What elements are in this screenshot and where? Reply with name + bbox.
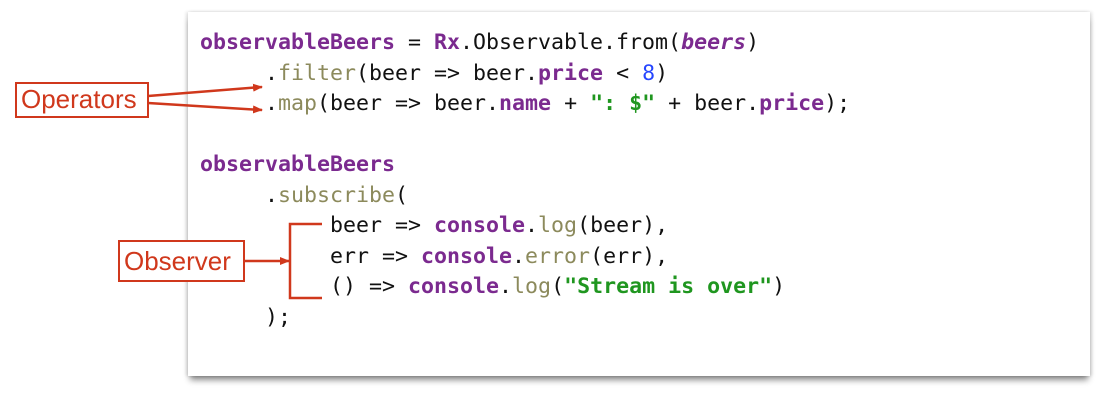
code-token: .Observable.from(: [460, 30, 682, 55]
code-line: ​observableBeers = Rx.Observable.from(be…: [200, 28, 850, 59]
observer-label: Observer: [118, 240, 245, 282]
code-token: ": $": [590, 91, 656, 116]
code-token: =: [395, 30, 435, 55]
code-token: filter: [278, 60, 357, 86]
code-token: console: [421, 243, 513, 269]
arrow-to-map: [147, 101, 263, 114]
arrow-to-filter: [147, 83, 263, 98]
code-token: (beer),: [577, 213, 669, 238]
code-token: log: [512, 274, 552, 299]
code-token: .: [265, 182, 279, 208]
code-token: ): [746, 30, 760, 55]
code-token: console: [408, 274, 500, 299]
code-token: (err),: [590, 243, 669, 269]
code-token: observableBeers: [200, 30, 396, 55]
code-token: ): [772, 274, 786, 299]
code-token: (: [395, 182, 409, 208]
code-line: ​.filter(beer => beer.price < 8): [200, 59, 850, 90]
code-token: log: [538, 213, 578, 238]
code-token: observableBeers: [200, 152, 396, 177]
code-token: () =>: [330, 274, 409, 299]
code-card: [188, 12, 1090, 376]
code-token: (beer => beer.: [317, 91, 500, 116]
code-token: subscribe: [278, 182, 396, 208]
code-token: price: [538, 60, 604, 86]
code-token: (beer => beer.: [356, 60, 539, 86]
code-token: ): [655, 60, 669, 86]
code-line: ​.map(beer => beer.name + ": $" + beer.p…: [200, 89, 850, 120]
code-token: price: [759, 91, 825, 116]
code-token: name: [499, 91, 552, 116]
code-line: ​beer => console.log(beer),: [200, 211, 850, 242]
code-token: <: [603, 60, 643, 86]
code-token: .: [265, 60, 279, 86]
code-block: ​observableBeers = Rx.Observable.from(be…: [200, 28, 850, 333]
code-token: );: [824, 91, 851, 116]
code-token: "Stream is over": [564, 274, 773, 299]
code-token: console: [434, 213, 526, 238]
code-token: beer =>: [330, 213, 435, 238]
code-line: ​.subscribe(: [200, 181, 850, 212]
code-token: err =>: [330, 243, 422, 269]
code-line: ​observableBeers: [200, 150, 850, 181]
code-token: (: [551, 274, 565, 299]
code-line: ​() => console.log("Stream is over"): [200, 272, 850, 303]
code-token: .: [512, 243, 526, 269]
code-line: ​err => console.error(err),: [200, 242, 850, 273]
code-token: error: [525, 243, 591, 269]
code-token: .: [525, 213, 539, 238]
code-token: + beer.: [655, 91, 760, 116]
code-token: .: [265, 91, 279, 116]
code-token: .: [499, 274, 513, 299]
code-token: +: [551, 91, 591, 116]
code-token: 8: [642, 60, 656, 86]
code-line: ​);: [200, 303, 850, 334]
code-token: beers: [681, 30, 747, 55]
code-token: map: [278, 91, 318, 116]
code-token: Rx: [434, 30, 461, 55]
operators-label: Operators: [15, 82, 149, 118]
code-token: );: [265, 304, 292, 330]
observer-bracket: [288, 222, 322, 300]
